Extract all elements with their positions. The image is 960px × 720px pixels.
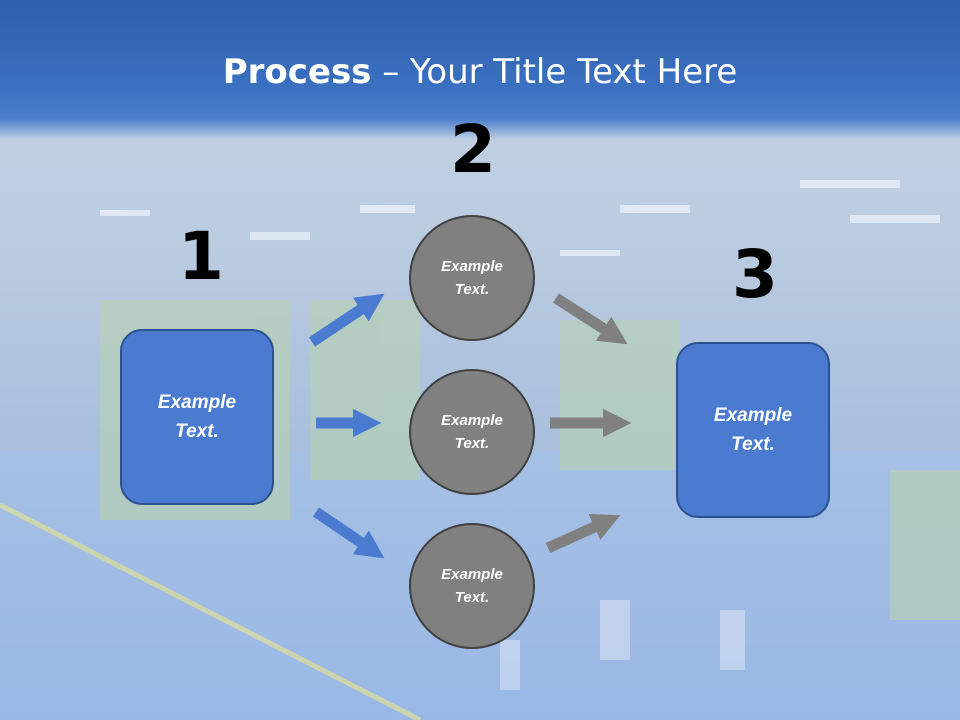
step-2-circle-top: Example Text. [409,215,535,341]
arrow-blue-down [312,507,385,559]
title-rest: – Your Title Text Here [371,52,738,92]
step-3-text: Example Text. [713,405,793,455]
step-number-2: 2 [450,111,496,188]
circle-bottom-text: Example Text. [441,566,503,606]
header-band [0,0,960,140]
step-3-box: Example Text. [676,342,830,518]
circle-middle-text: Example Text. [441,412,503,452]
arrow-gray-up [545,514,621,554]
step-number-1: 1 [178,218,224,295]
title-strong: Process [222,52,372,92]
arrow-gray-down [553,293,628,345]
circle-top-text: Example Text. [441,258,503,298]
step-2-circle-middle: Example Text. [409,369,535,495]
step-number-3: 3 [732,236,778,313]
slide-title: Process – Your Title Text Here [0,52,960,92]
step-1-text: Example Text. [157,392,237,442]
step-1-box: Example Text. [120,329,274,505]
step-2-circle-bottom: Example Text. [409,523,535,649]
arrow-blue-up [308,293,385,347]
